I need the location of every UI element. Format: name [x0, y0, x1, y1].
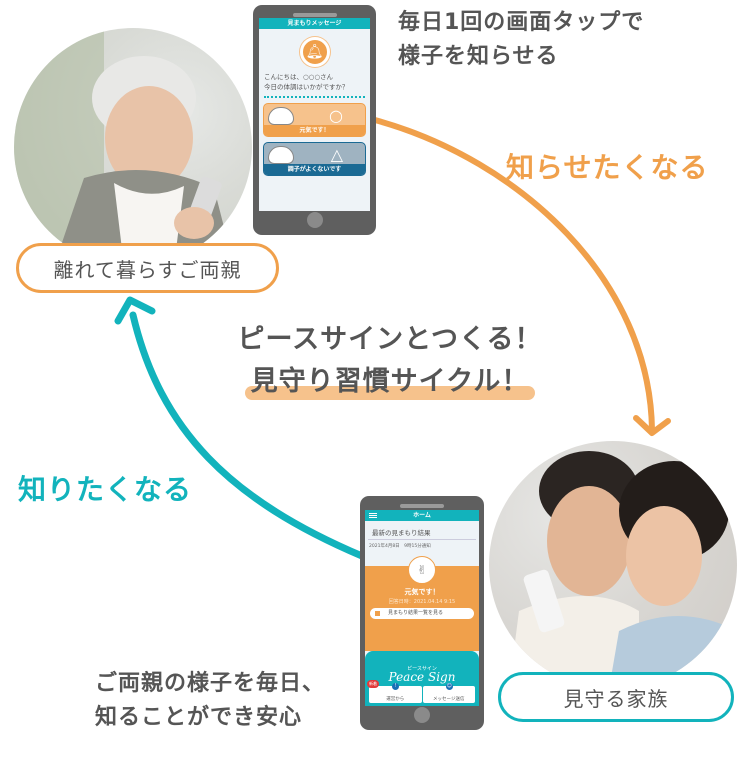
family-phone-screen: ホーム 最新の見まもり結果 2021年4月8日 9時15分通知 ✌ 元気です！ …	[365, 510, 479, 706]
choice-bad-label: 調子がよくないです	[264, 164, 365, 175]
screen-header: 見まもりメッセージ	[259, 18, 370, 29]
greeting-line2: 今日の体調はいかがですか？	[264, 83, 349, 91]
answered-at: 回答日時：2021.04.14 9:15	[388, 599, 456, 605]
cat-mascot-icon	[268, 146, 294, 164]
from-operator-button[interactable]: 新着 ! 運営から	[367, 680, 422, 703]
greeting: こんにちは、○○○さん 今日の体調はいかがですか？	[259, 67, 370, 92]
bell-icon: 🔔︎	[299, 37, 330, 67]
choice-good-button[interactable]: ○ 元気です！	[263, 103, 366, 137]
from-operator-label: 運営から	[386, 697, 405, 702]
notify-label: 知らせたくなる	[506, 151, 709, 184]
choice-bad-button[interactable]: △ 調子がよくないです	[263, 142, 366, 176]
elderly-woman-image	[14, 28, 234, 266]
parent-label: 離れて暮らすご両親	[16, 243, 279, 293]
parent-label-text: 離れて暮らすご両親	[53, 257, 242, 282]
teal-arrow-head	[114, 296, 156, 325]
teal-arrow	[129, 311, 366, 560]
orange-arrow-head	[633, 415, 671, 436]
peace-sign-logo: ピースサイン Peace Sign	[365, 665, 479, 684]
choice-good-label: 元気です！	[264, 125, 365, 136]
bottom-caption-line1: ご両親の様子を毎日、	[95, 671, 326, 696]
screen-header-title: ホーム	[413, 512, 431, 519]
view-results-button[interactable]: 見まもり結果一覧を見る	[370, 608, 474, 619]
family-phone: ホーム 最新の見まもり結果 2021年4月8日 9時15分通知 ✌ 元気です！ …	[360, 496, 484, 730]
bottom-buttons: 新着 ! 運営から ☺ メッセージ送信	[367, 680, 475, 703]
center-title-line2-wrap: 見守り習慣サイクル！	[244, 362, 536, 402]
home-button[interactable]	[414, 707, 430, 723]
greeting-line1: こんにちは、○○○さん	[264, 73, 334, 81]
list-icon	[375, 611, 380, 616]
family-label: 見守る家族	[498, 672, 734, 722]
family-label-text: 見守る家族	[563, 686, 669, 711]
bottom-caption: ご両親の様子を毎日、 知ることができ安心	[95, 667, 325, 735]
top-caption-line1: 毎日1回の画面タップで	[398, 10, 645, 35]
new-badge: 新着	[367, 680, 379, 688]
send-message-button[interactable]: ☺ メッセージ送信	[422, 683, 475, 703]
peace-cat-icon: ✌	[408, 556, 436, 584]
info-icon: !	[392, 683, 400, 690]
send-message-label: メッセージ送信	[433, 697, 465, 702]
view-results-label: 見まもり結果一覧を見る	[388, 610, 444, 616]
triangle-icon: △	[330, 145, 343, 164]
result-title: 最新の見まもり結果	[368, 521, 476, 540]
phone-speaker	[400, 504, 444, 508]
parent-photo	[14, 28, 252, 266]
top-caption: 毎日1回の画面タップで 様子を知らせる	[398, 6, 644, 74]
circle-icon: ○	[329, 106, 343, 125]
center-title: ピースサインとつくる！ 見守り習慣サイクル！	[200, 318, 580, 402]
family-photo	[489, 441, 737, 689]
top-caption-line2: 様子を知らせる	[398, 44, 559, 69]
cat-mascot-icon	[268, 107, 294, 125]
couple-image	[509, 451, 737, 689]
brand-panel: ピースサイン Peace Sign 新着 ! 運営から ☺ メッセージ送信	[365, 651, 479, 706]
result-date: 2021年4月8日 9時15分通知	[369, 544, 431, 549]
parent-phone-screen: 見まもりメッセージ 🔔︎ こんにちは、○○○さん 今日の体調はいかがですか？ ○…	[259, 18, 370, 211]
center-title-line2: 見守り習慣サイクル！	[250, 366, 530, 397]
want-to-know-label: 知りたくなる	[18, 473, 193, 506]
logo-katakana: ピースサイン	[407, 666, 437, 672]
phone-speaker	[292, 13, 337, 17]
screen-header: ホーム	[365, 510, 479, 521]
dotted-divider	[264, 96, 365, 98]
message-icon: ☺	[445, 683, 453, 690]
bottom-caption-line2: 知ることができ安心	[95, 705, 303, 730]
orange-arrow	[372, 117, 655, 433]
hamburger-menu-icon[interactable]	[369, 513, 377, 518]
center-title-line1: ピースサインとつくる！	[237, 324, 543, 355]
parent-phone: 見まもりメッセージ 🔔︎ こんにちは、○○○さん 今日の体調はいかがですか？ ○…	[253, 5, 376, 235]
home-button[interactable]	[306, 212, 323, 228]
logo-text: Peace Sign	[388, 670, 456, 684]
status-text: 元気です！	[404, 588, 440, 596]
